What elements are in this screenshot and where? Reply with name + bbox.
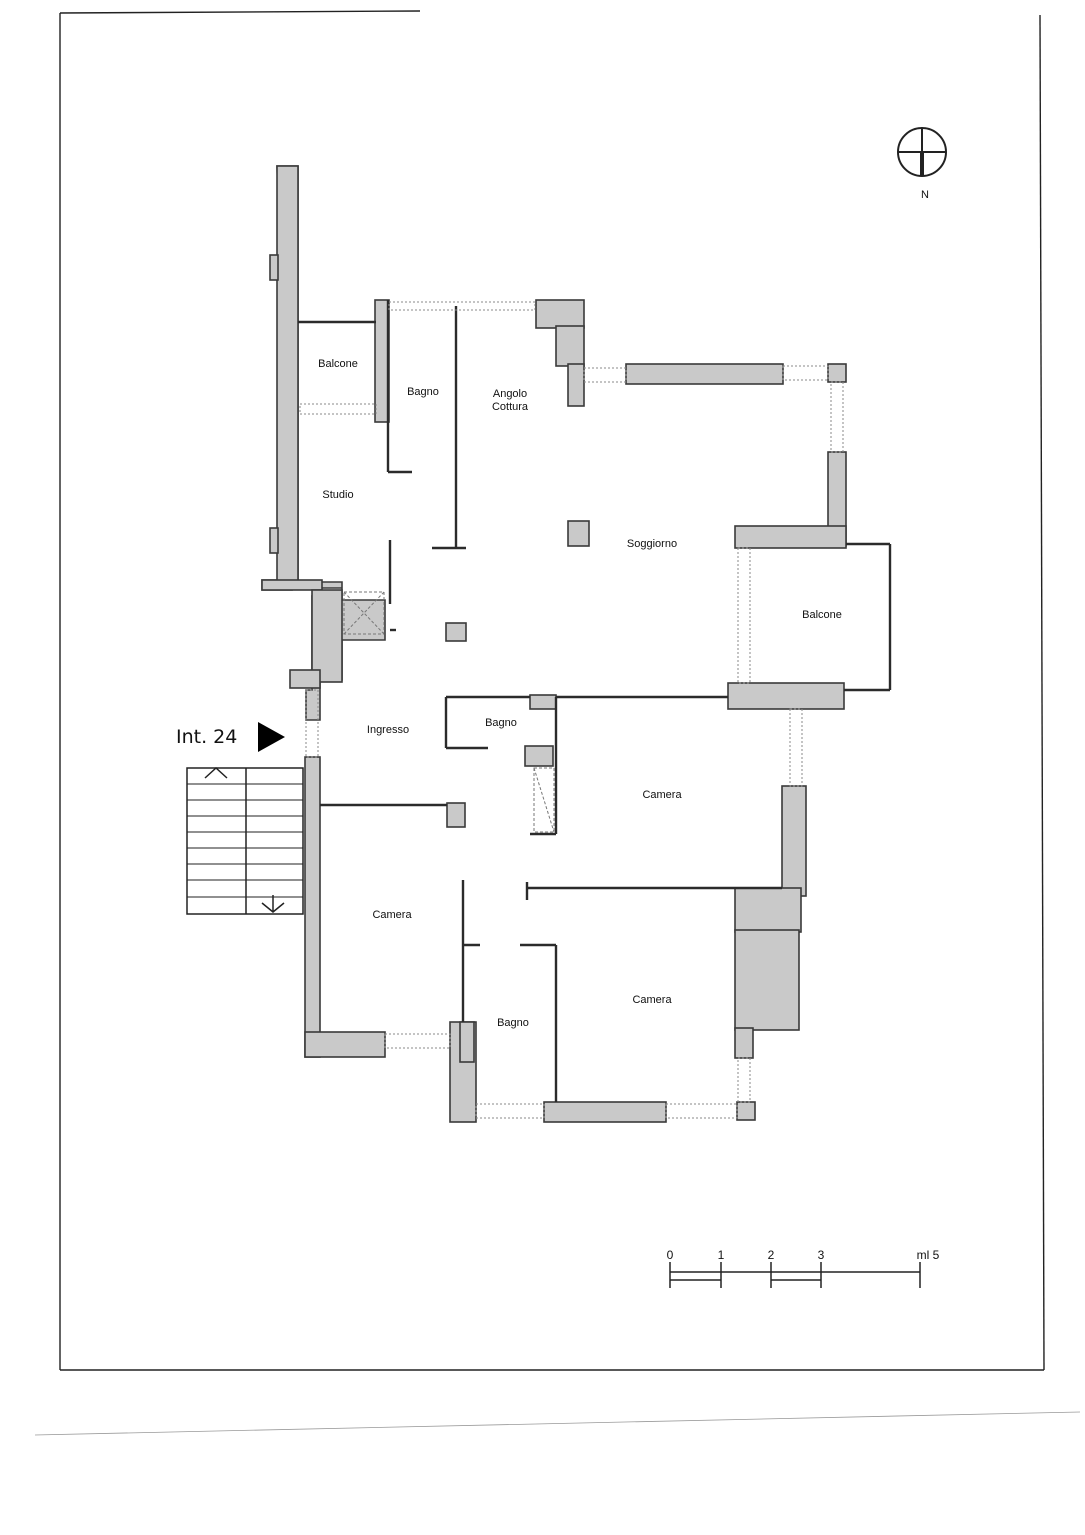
entrance-arrow-icon (258, 722, 285, 752)
room-label-bagno-top: Bagno (407, 386, 439, 398)
room-label-bagno-mid: Bagno (485, 717, 517, 729)
scale-tick-0: 0 (667, 1248, 674, 1262)
scale-tick-3: 3 (818, 1248, 825, 1262)
north-label: N (921, 189, 929, 201)
scale-tick-5: ml 5 (917, 1248, 940, 1262)
scale-tick-1: 1 (718, 1248, 725, 1262)
room-label-angolo: Angolo (493, 388, 527, 400)
staircase (186, 766, 304, 915)
page-frame (34, 10, 1081, 1436)
interior-partitions (298, 300, 892, 1102)
room-label-soggiorno: Soggiorno (627, 538, 677, 550)
scale-tick-2: 2 (768, 1248, 775, 1262)
room-label-ingresso: Ingresso (367, 724, 409, 736)
room-label-camera-left: Camera (372, 909, 412, 921)
room-label-studio: Studio (322, 489, 353, 501)
room-label-balcone-top: Balcone (318, 358, 358, 370)
room-label-bagno-bottom: Bagno (497, 1017, 529, 1029)
scale-bar (669, 1262, 921, 1288)
compass-icon (897, 127, 947, 177)
entrance-label: Int. 24 (176, 726, 237, 748)
room-label-cottura: Cottura (492, 401, 529, 413)
windows (299, 301, 844, 1119)
room-label-camera-right-bottom: Camera (632, 994, 672, 1006)
walls (261, 165, 847, 1123)
room-label-camera-right-top: Camera (642, 789, 682, 801)
shaft-markers (343, 591, 555, 833)
room-label-balcone-right: Balcone (802, 609, 842, 621)
